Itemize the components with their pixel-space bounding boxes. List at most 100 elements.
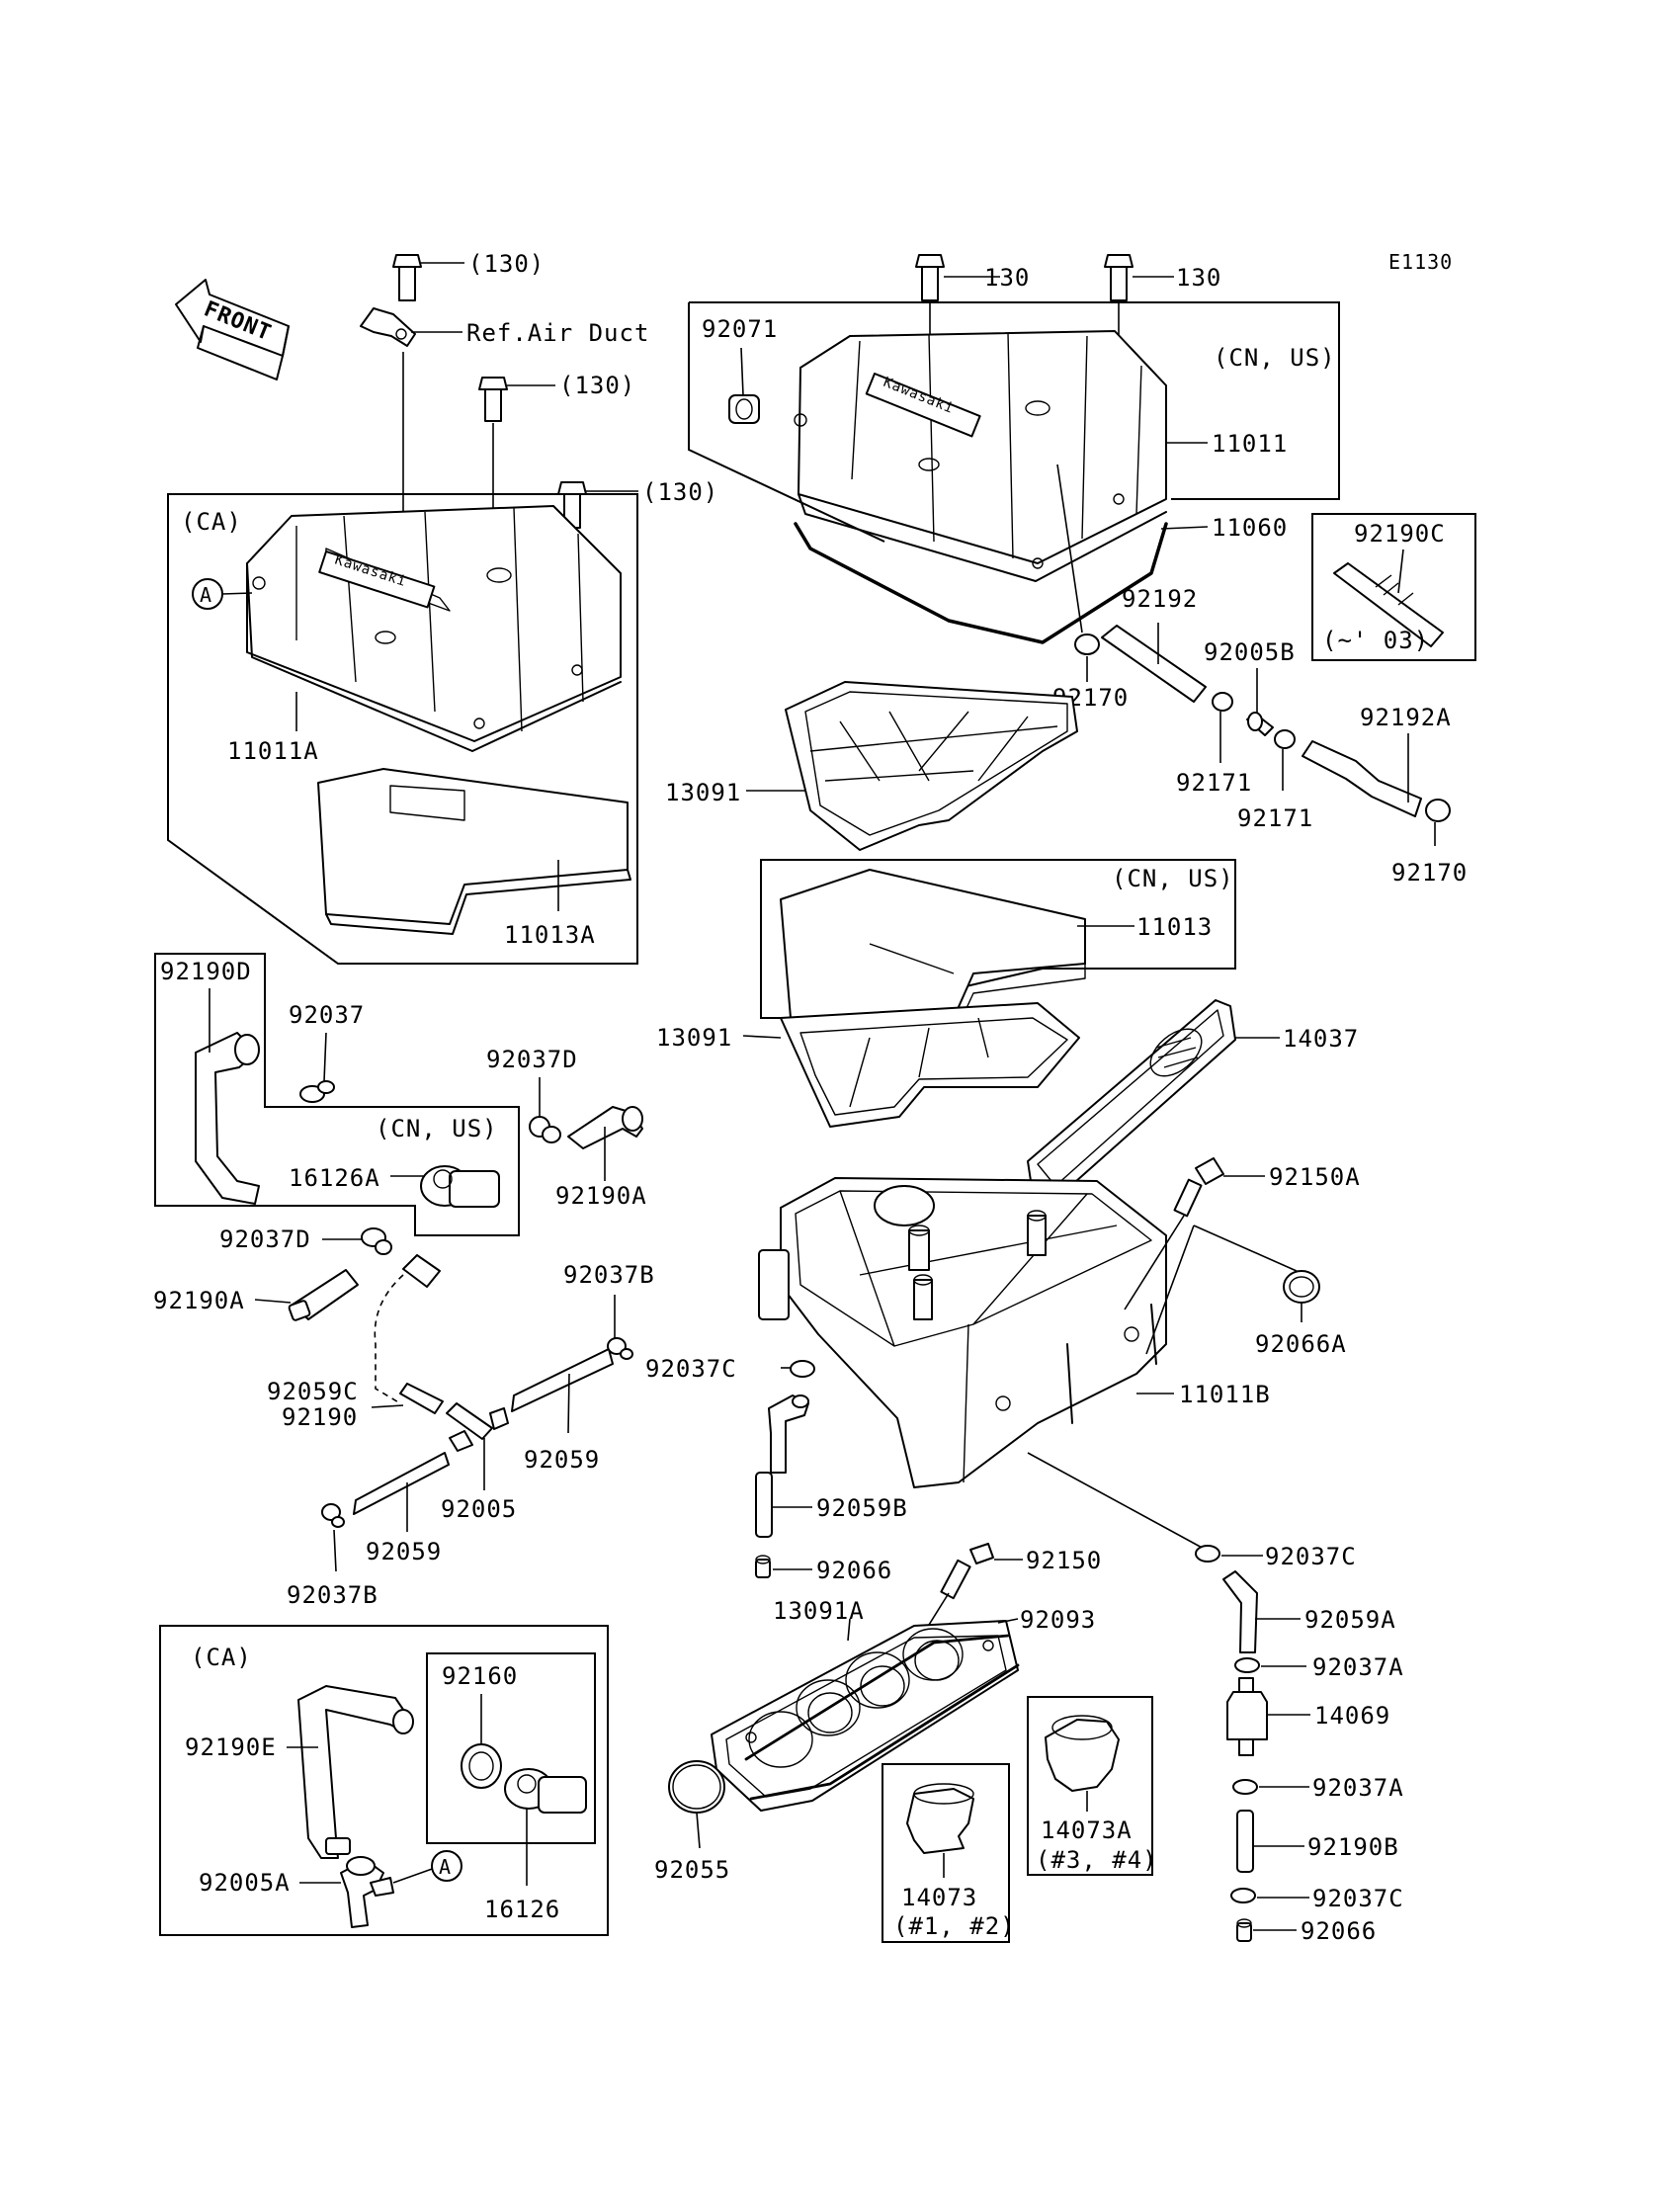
hose-92192 [1101,623,1207,703]
label-92093: 92093 [1020,1606,1096,1634]
diagram-code: E1130 [1388,250,1453,274]
label-92150: 92150 [1026,1547,1102,1574]
hose-92190d [195,988,260,1205]
air-filter-element-ca [317,768,631,935]
oring-92055 [668,1760,725,1849]
hose-92059-1 [511,1348,614,1434]
joint-92005a [299,1856,436,1928]
hose-92059c [374,1254,444,1414]
label-92037b-2: 92037B [287,1581,378,1609]
label-92170-2: 92170 [1391,859,1468,887]
label-92037: 92037 [289,1001,365,1029]
clip-92037a-2 [1232,1779,1309,1795]
label-13091-2: 13091 [656,1024,732,1052]
plug-92066-1 [755,1555,812,1578]
label-92059b: 92059B [816,1494,908,1522]
valve-16126a [390,1165,500,1208]
label-92037c-2: 92037C [1265,1543,1357,1570]
label-92037a-1: 92037A [1312,1653,1404,1681]
label-cn-us-3: (CN, US) [376,1115,498,1142]
hose-92190e [287,1685,414,1859]
clamp-92171-2 [1274,729,1296,791]
hose-92059b [755,1394,812,1538]
label-130-ca: (130) [642,478,718,506]
label-11013a: 11013A [504,921,596,949]
cap-92066a [1145,1225,1320,1355]
label-92037c-3: 92037C [1312,1885,1404,1912]
label-92037c-1: 92037C [645,1355,737,1383]
label-11060: 11060 [1212,514,1288,542]
label-13091a: 13091A [773,1597,865,1625]
cn-us-box-2 [760,859,1236,1019]
seal-92160 [461,1694,502,1789]
label-92059-2: 92059 [366,1538,442,1565]
front-arrow: FRONT [175,279,290,380]
clamp-92171-1 [1212,692,1233,763]
clip-92037d-1 [529,1077,561,1143]
label-130-top-left: (130) [468,250,545,278]
clip-92037c-1 [781,1360,815,1378]
label-yr-03: (~' 03) [1322,627,1429,654]
label-ca-2: (CA) [191,1644,252,1671]
label-92066a: 92066A [1255,1330,1347,1358]
air-cleaner-cover-ca: Kawasaki [246,505,622,752]
clip-92037 [299,1032,335,1103]
label-11011b: 11011B [1179,1381,1271,1408]
label-92037b-1: 92037B [563,1261,655,1289]
box-92160-16126 [426,1652,596,1844]
circle-a-1: A [192,578,253,610]
clip-92037b-2 [321,1503,345,1572]
clip-92037c-2 [1195,1545,1263,1563]
label-92190: 92190 [282,1403,358,1431]
label-92055: 92055 [654,1856,730,1884]
ca-box-outline [167,493,638,965]
clamp-92170-1 [1074,634,1100,682]
label-92190b: 92190B [1307,1833,1399,1861]
grommet-92071 [728,347,760,424]
svg-text:A: A [200,583,212,607]
ca-box-2 [159,1625,609,1936]
clip-92037d-2 [322,1227,392,1255]
label-92192: 92192 [1122,585,1198,613]
label-14073a: 14073A [1041,1817,1133,1844]
label-92066-2: 92066 [1301,1917,1377,1945]
funnel-14073 [906,1783,974,1878]
label-ca-1: (CA) [181,508,242,536]
bolt-92150a [1124,1157,1265,1310]
hose-92192a [1302,733,1422,817]
gasket-11060 [794,522,1168,644]
label-11011: 11011 [1212,430,1288,458]
label-92171-2: 92171 [1237,804,1313,832]
box-92190c [1311,513,1476,661]
label-92005b: 92005B [1204,638,1296,666]
cn-us-box-1 [688,301,1340,543]
plug-92066-2 [1236,1918,1297,1942]
label-11011a: 11011A [227,737,319,765]
clip-92037a-1 [1234,1657,1306,1673]
label-92005: 92005 [441,1495,517,1523]
label-92059-1: 92059 [524,1446,600,1474]
funnel-14073a [1045,1715,1120,1812]
label-130-b: 130 [1176,264,1221,292]
label-92037a-2: 92037A [1312,1774,1404,1802]
element-holder-13091-2 [780,1002,1080,1128]
hose-92190c [1333,549,1444,647]
label-92190a-1: 92190A [555,1182,647,1210]
box-92190d [154,953,520,1236]
label-92059c: 92059C [267,1378,359,1405]
label-11013: 11013 [1136,913,1213,941]
label-cn-us-1: (CN, US) [1214,344,1336,372]
label-1-2: (#1, #2) [893,1912,1016,1940]
element-holder-13091-1 [785,681,1078,851]
label-92190d: 92190D [160,958,252,985]
label-130-mid: (130) [559,372,635,399]
label-14069: 14069 [1314,1702,1390,1730]
clip-92037b-1 [607,1295,633,1360]
label-92190e: 92190E [185,1733,277,1761]
hose-92190a-2 [254,1269,359,1321]
label-92160: 92160 [442,1662,518,1690]
label-16126a: 16126A [289,1164,380,1192]
label-92190c: 92190C [1354,520,1446,548]
label-92071: 92071 [702,315,778,343]
